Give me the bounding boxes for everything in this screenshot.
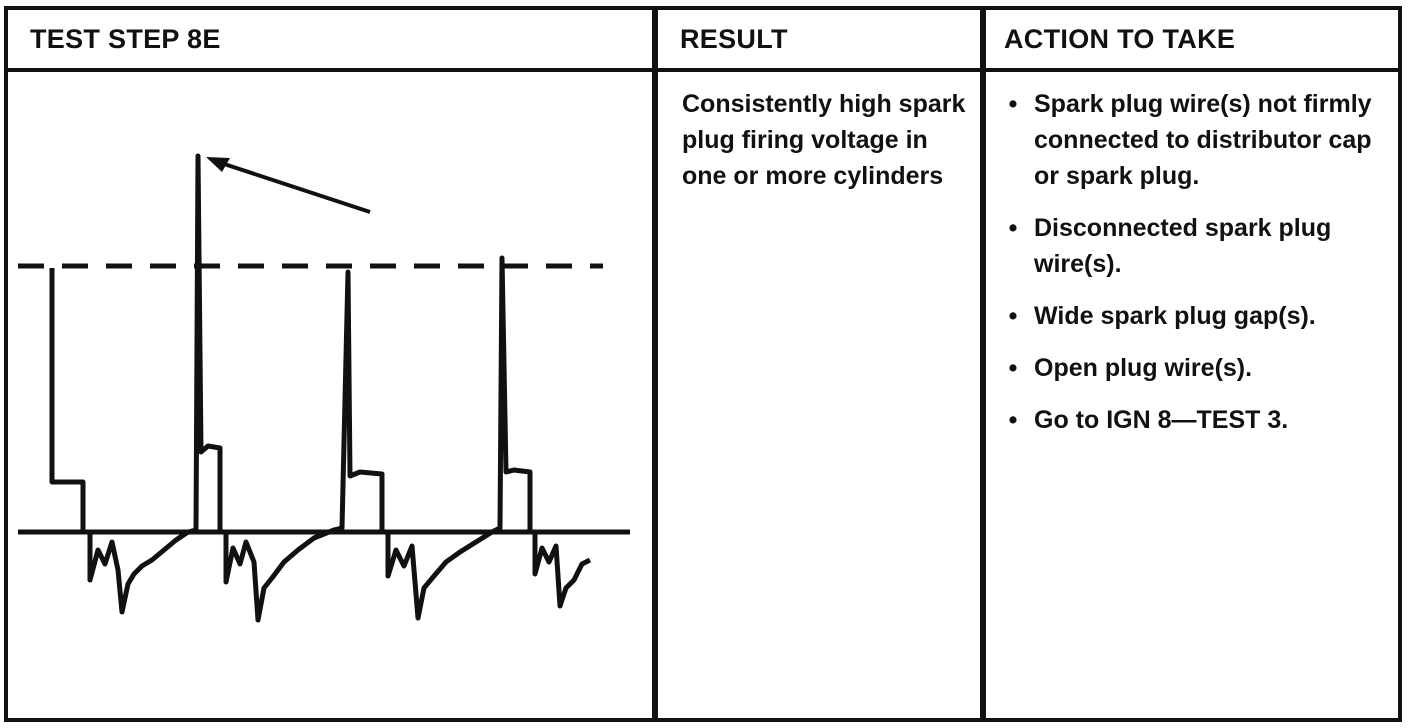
action-list: • Spark plug wire(s) not firmly connected… (1000, 86, 1400, 454)
action-text: Open plug wire(s). (1034, 354, 1253, 382)
waveform-trace (49, 153, 592, 623)
action-text: Wide spark plug gap(s). (1034, 302, 1316, 330)
action-item: • Open plug wire(s). (1000, 350, 1400, 386)
ignition-waveform-diagram (8, 72, 648, 727)
diagnostic-table: TEST STEP 8E RESULT ACTION TO TAKE Consi… (4, 6, 1402, 722)
bullet-icon: • (1008, 90, 1018, 118)
action-text: Disconnected spark plug wire(s). (1034, 214, 1332, 278)
bullet-icon: • (1008, 302, 1018, 330)
action-text: Spark plug wire(s) not firmly connected … (1034, 90, 1372, 190)
action-item: • Disconnected spark plug wire(s). (1000, 210, 1400, 282)
pointer-arrow-head (206, 157, 230, 172)
bullet-icon: • (1008, 406, 1018, 434)
pointer-arrow-shaft (211, 158, 371, 214)
column-divider-2 (980, 10, 986, 718)
result-description: Consistently high spark plug firing volt… (682, 90, 966, 190)
bullet-icon: • (1008, 354, 1018, 382)
column-divider-1 (652, 10, 658, 718)
waveform-svg (18, 153, 630, 623)
action-item: • Go to IGN 8—TEST 3. (1000, 402, 1400, 438)
header-divider (8, 68, 1398, 72)
result-heading: RESULT (680, 23, 788, 54)
action-item: • Spark plug wire(s) not firmly connected… (1000, 86, 1400, 194)
test-step-heading: TEST STEP 8E (30, 23, 221, 54)
action-text: Go to IGN 8—TEST 3. (1034, 406, 1289, 434)
bullet-icon: • (1008, 214, 1018, 242)
action-item: • Wide spark plug gap(s). (1000, 298, 1400, 334)
action-heading: ACTION TO TAKE (1004, 23, 1236, 54)
